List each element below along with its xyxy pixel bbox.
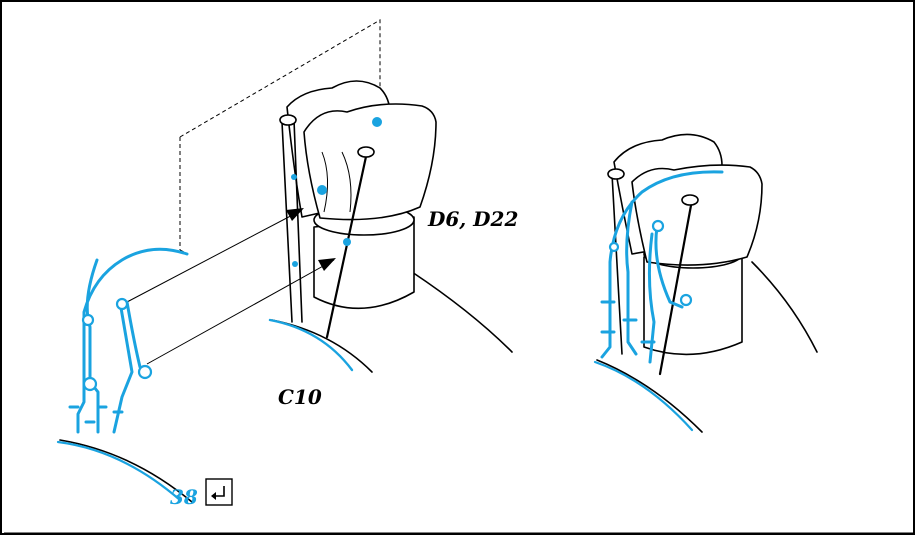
clip-spot: [372, 117, 382, 127]
harness-clip: [137, 364, 153, 380]
clip-spot: [343, 238, 351, 246]
rod-left-cap: [279, 114, 297, 126]
leader-line-lower: [146, 259, 335, 365]
right-rod-right: [658, 198, 694, 376]
harness-clip: [82, 376, 98, 392]
right-harness-teeth: [600, 300, 656, 344]
right-lower-arc: [596, 359, 703, 433]
blue-harness: [76, 247, 189, 434]
body-arc-blue: [268, 318, 354, 372]
body-arc-inner: [411, 271, 513, 353]
right-lower-arc-blue: [593, 360, 694, 432]
body-arc-outer: [271, 319, 373, 373]
right-rod-cap: [607, 168, 625, 180]
right-blue-harness: [600, 170, 724, 364]
rod-left-b: [293, 119, 303, 323]
seal-reference-label: D6, D22: [427, 207, 518, 231]
leader-line-upper: [126, 209, 303, 303]
right-headrest-front: [631, 164, 763, 266]
harness-clip: [115, 297, 129, 311]
left-assembly: [56, 19, 513, 503]
headrest-fold: [321, 151, 352, 213]
right-harness-clip: [679, 293, 693, 307]
rod-left-a: [281, 121, 293, 323]
arrowhead-lower: [318, 258, 336, 271]
harness-teeth: [68, 405, 124, 424]
body-arc-lower: [59, 439, 193, 503]
step-number-label: 38: [170, 485, 198, 509]
rod-right-cap: [357, 146, 375, 158]
return-arrow-icon[interactable]: [205, 478, 233, 506]
right-body-arc: [751, 261, 818, 353]
right-harness-clip: [651, 219, 665, 233]
body-arc-lower-blue: [56, 440, 182, 502]
harness-clip: [81, 313, 95, 327]
right-assembly: [593, 133, 818, 433]
headrest-front: [303, 103, 437, 221]
clip-spot: [292, 261, 298, 267]
arrowhead-upper: [286, 208, 304, 221]
right-rod-left: [611, 173, 623, 355]
clip-spot: [317, 185, 327, 195]
pillar-reference-label: C10: [278, 385, 322, 409]
clip-spot: [291, 174, 297, 180]
right-harness-clip: [608, 241, 620, 253]
right-rod-cap: [681, 194, 699, 206]
